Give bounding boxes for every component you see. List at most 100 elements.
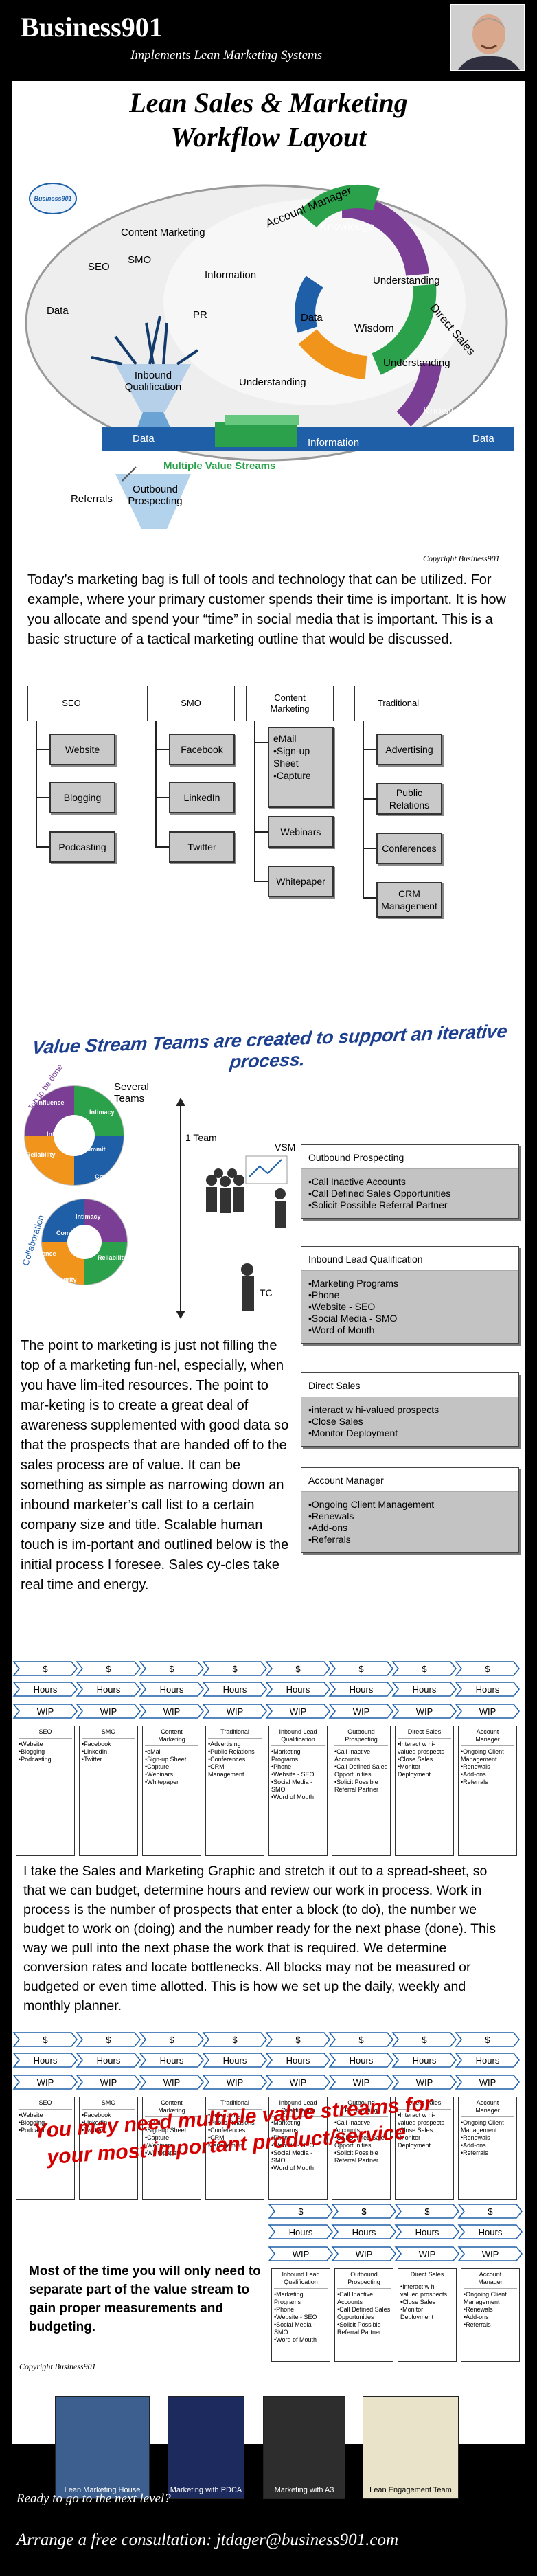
- flow2-wip-cell-4: WIP: [289, 2077, 307, 2088]
- flow2-stage-item-7-2: •Add-ons: [461, 2142, 486, 2149]
- flow3-stage-item-3-1: •Renewals: [464, 2306, 493, 2313]
- flow1-stage-item-6-2: •Monitor Deployment: [398, 1763, 431, 1778]
- team-item-0-2: •Solicit Possible Referral Partner: [308, 1199, 448, 1210]
- flow1-stage-item-1-2: •Twitter: [82, 1756, 102, 1763]
- flow1-wip-cell-1: WIP: [100, 1706, 117, 1717]
- wheel-word-1: Intimacy: [89, 1109, 115, 1116]
- flow2-stage-head-5: Outbound Prospecting: [334, 2099, 388, 2117]
- workflow-diagram: Business901 Content Marketing SEO SMO Da…: [19, 158, 518, 556]
- book-lean-engagement-team[interactable]: Lean Engagement Team: [363, 2396, 459, 2499]
- flow1-stage-head-1: SMO: [82, 1728, 135, 1739]
- wheel-word-0: Influence: [37, 1099, 65, 1106]
- flow2-hours-cell-4: Hours: [286, 2055, 310, 2066]
- book-lean-marketing-house[interactable]: Lean Marketing House: [55, 2396, 150, 2499]
- flow3-stage-head-0: Inbound Lead Qualification: [274, 2271, 328, 2289]
- flow2-dollar-cell-1: $: [106, 2034, 111, 2045]
- flow3-dollar: $$$$: [12, 2204, 525, 2219]
- flow3-stage-item-0-0: •Marketing Programs: [274, 2291, 304, 2305]
- flow1-stage-item-0-1: •Blogging: [19, 1748, 45, 1755]
- flow1-wip-cell-7: WIP: [479, 1706, 496, 1717]
- flow1-stage-item-3-1: •Public Relations: [208, 1748, 255, 1755]
- flow2-stage-item-4-0: •Marketing Programs: [271, 2119, 301, 2134]
- flow1-stage-head-6: Direct Sales: [398, 1728, 451, 1739]
- flow2-hours-cell-1: Hours: [96, 2055, 121, 2066]
- flow1-stage-4: Inbound Lead Qualification•Marketing Pro…: [268, 1726, 328, 1856]
- channel-item-2-2: Whitepaper: [268, 866, 334, 897]
- flow1-dollar-cell-3: $: [232, 1663, 238, 1674]
- label-understanding-top: Understanding: [373, 275, 440, 286]
- flow2-dollar-cell-2: $: [169, 2034, 174, 2045]
- channel-item-3-0: Advertising: [376, 734, 442, 765]
- wheel-word-9: Reliability: [98, 1254, 127, 1261]
- flow3-stage-item-0-2: •Website - SEO: [274, 2314, 317, 2320]
- label-outbound-prospecting: Outbound Prospecting: [128, 484, 183, 507]
- flow2-stage-item-0-2: •Podcasting: [19, 2127, 52, 2134]
- channel-item-3-1: Public Relations: [376, 783, 442, 815]
- label-wisdom: Wisdom: [354, 323, 394, 335]
- header: Business901 Implements Lean Marketing Sy…: [0, 0, 537, 76]
- channel-item-0-0: Website: [49, 734, 115, 765]
- flow2-wip-cell-0: WIP: [36, 2077, 54, 2088]
- flow2-hours-cell-3: Hours: [222, 2055, 247, 2066]
- flow2-stage-item-0-0: •Website: [19, 2112, 43, 2119]
- flow1-stage-3: Traditional•Advertising•Public Relations…: [205, 1726, 264, 1856]
- flow1-stage-item-4-1: •Phone: [271, 1763, 292, 1770]
- channel-tick-1-1: [155, 797, 169, 798]
- label-several-teams: Several Teams: [114, 1081, 149, 1105]
- channel-tick-3-2: [363, 848, 376, 849]
- flow1-hours-cell-2: Hours: [159, 1684, 184, 1695]
- flow3-hours-bg: [268, 2224, 523, 2239]
- wheel-word-12: Commit: [78, 1297, 102, 1304]
- label-knowledge-top: Knowledge: [320, 221, 375, 233]
- label-multiple-value-streams: Multiple Value Streams: [163, 460, 276, 472]
- flow3-stage-head-1: Outbound Prospecting: [337, 2271, 391, 2289]
- flow3-stage-item-0-4: •Word of Mouth: [274, 2336, 317, 2343]
- channel-line-0: [36, 721, 37, 848]
- channel-item-1-1: LinkedIn: [169, 782, 235, 813]
- channel-item-1-2: Twitter: [169, 831, 235, 863]
- team-item-2-1: •Close Sales: [308, 1416, 363, 1427]
- channel-item-2-1: Webinars: [268, 816, 334, 848]
- flow2-stage-head-4: Inbound Lead Qualification: [271, 2099, 325, 2117]
- flow2-stage-item-4-2: •Website - SEO: [271, 2142, 315, 2149]
- partial-paragraph: Most of the time you will only need to s…: [29, 2264, 261, 2334]
- flow2-stage-item-5-1: •Call Defined Sales Opportunities: [334, 2134, 388, 2149]
- diagram-copyright: Copyright Business901: [423, 554, 500, 563]
- channel-line-2: [254, 721, 255, 882]
- flow1-wip-cell-0: WIP: [36, 1706, 54, 1717]
- label-data-box-left: Data: [133, 433, 155, 444]
- flow2-dollar-cell-7: $: [485, 2034, 490, 2045]
- flow3-wip-bg: [268, 2246, 523, 2261]
- flow2-dollar-bg: [12, 2032, 520, 2047]
- flow1-hours-cell-4: Hours: [286, 1684, 310, 1695]
- flow2-stage-head-6: Direct Sales: [398, 2099, 451, 2110]
- team-body-0: •Call Inactive Accounts•Call Defined Sal…: [301, 1169, 518, 1218]
- flow2-dollar-cell-0: $: [43, 2034, 48, 2045]
- flow1-stage-5: Outbound Prospecting•Call Inactive Accou…: [332, 1726, 391, 1856]
- team-box-2: Direct Sales•interact w hi-valued prospe…: [301, 1372, 519, 1447]
- label-pr: PR: [193, 309, 207, 321]
- flow2-stage-item-3-2: •Conferences: [208, 2127, 246, 2134]
- flow2-wip-cell-2: WIP: [163, 2077, 181, 2088]
- flow1-stage-item-7-1: •Renewals: [461, 1763, 490, 1770]
- book-marketing-with-a3[interactable]: Marketing with A3: [263, 2396, 345, 2499]
- book-marketing-with-pdca[interactable]: Marketing with PDCA: [168, 2396, 244, 2499]
- flow1-dollar-cell-4: $: [295, 1663, 301, 1674]
- wheel-word-11: Credibility: [108, 1276, 139, 1283]
- flow3-hours-cell-2: Hours: [415, 2226, 439, 2237]
- flow2-dollar-cell-3: $: [232, 2034, 238, 2045]
- flow2-stage-item-4-3: •Social Media - SMO: [271, 2149, 313, 2164]
- flow1-hours-cell-0: Hours: [33, 1684, 58, 1695]
- flow3-stage-item-0-3: •Social Media - SMO: [274, 2321, 316, 2336]
- flow1-dollar-bg: [12, 1661, 520, 1676]
- footer-consultation[interactable]: Arrange a free consultation: jtdager@bus…: [16, 2531, 399, 2549]
- team-body-1: •Marketing Programs•Phone•Website - SEO•…: [301, 1271, 518, 1343]
- flow1-stage-6: Direct Sales•Interact w hi-valued prospe…: [395, 1726, 454, 1856]
- flow1-wip-cell-5: WIP: [352, 1706, 370, 1717]
- label-information-bottom: Information: [308, 437, 360, 449]
